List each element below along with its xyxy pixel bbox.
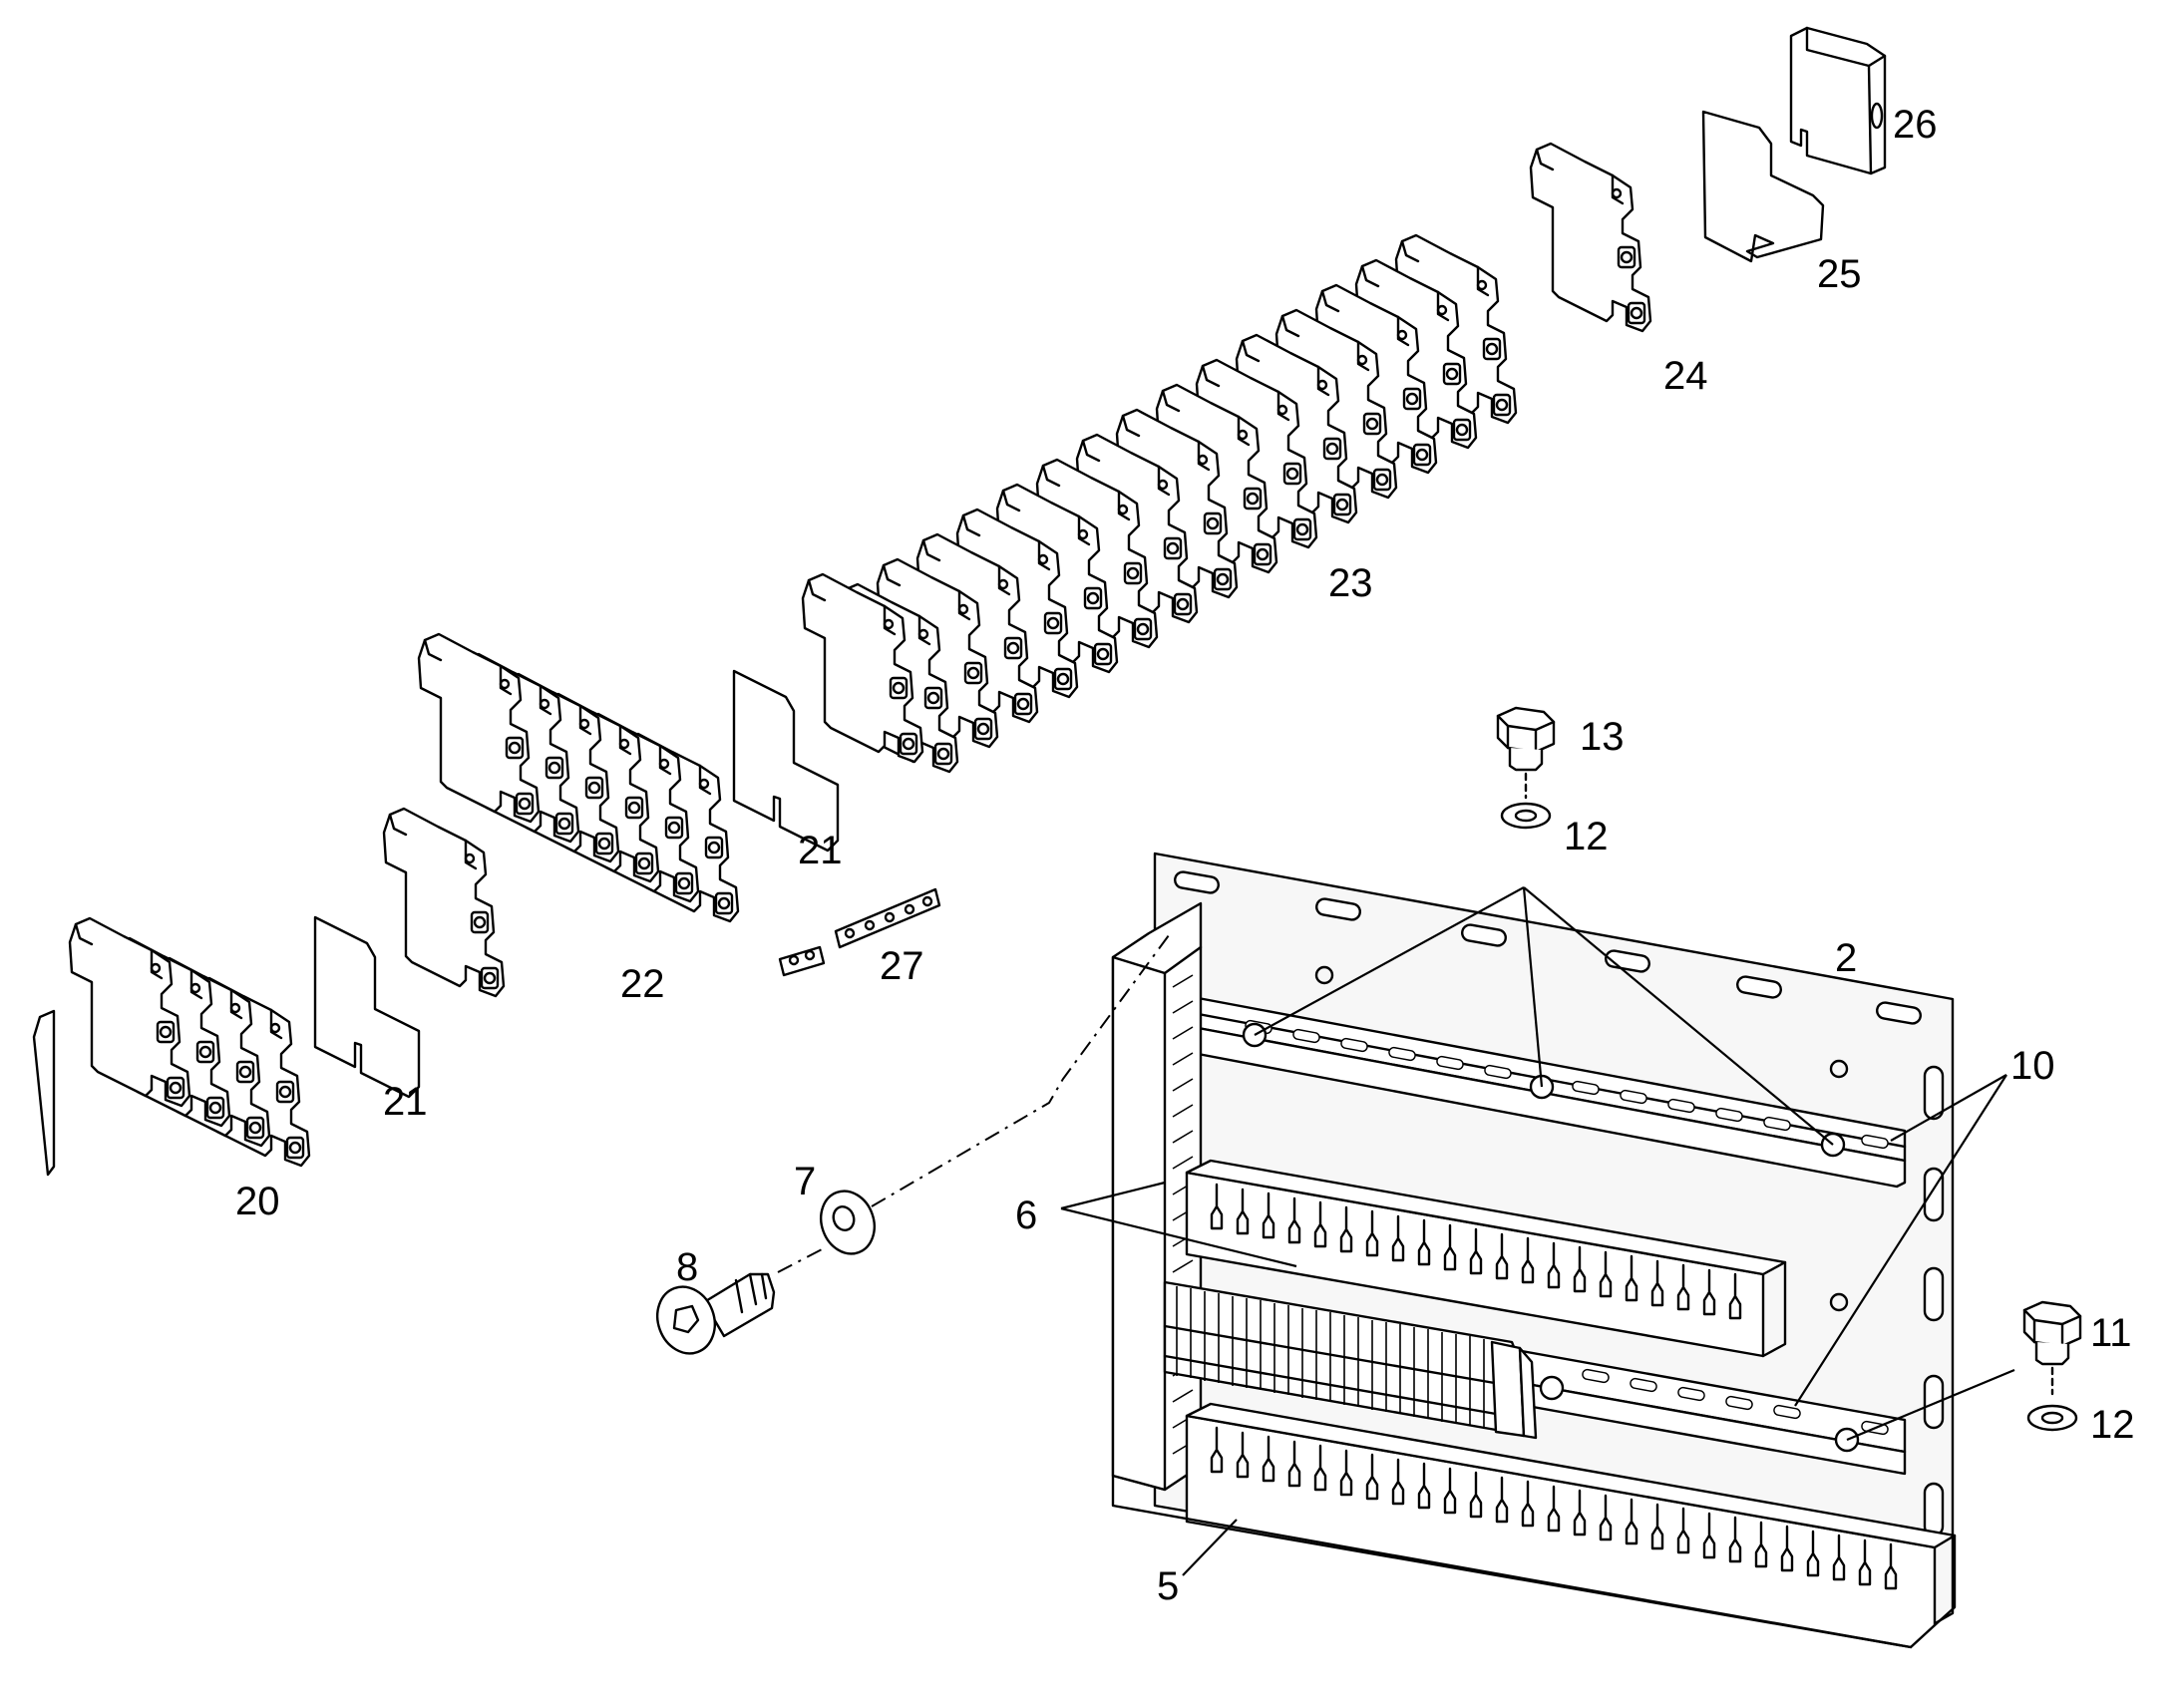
callout-8: 8 (676, 1245, 698, 1289)
callout-2: 2 (1835, 936, 1857, 980)
din-rail-lower-10 (1514, 1348, 1907, 1476)
callout-21-middle: 21 (798, 829, 843, 872)
frame-base-5 (1111, 1474, 1913, 1649)
callout-12-top: 12 (1564, 815, 1609, 858)
terminal-block-24 (1529, 142, 1652, 333)
end-clamp-26 (1789, 26, 1887, 175)
callout-26: 26 (1893, 103, 1938, 147)
callout-20: 20 (235, 1180, 280, 1223)
terminal-block-group-22 (382, 632, 740, 998)
callout-13: 13 (1580, 715, 1625, 759)
plate-slots-right (1923, 1065, 1945, 1537)
callout-23: 23 (1328, 561, 1373, 605)
cable-duct-horizontal-6-upper (1185, 1159, 1787, 1358)
din-rail-upper-10 (1191, 995, 1907, 1189)
callout-27: 27 (880, 944, 924, 988)
callout-6: 6 (1015, 1194, 1037, 1237)
terminal-block-group-23 (801, 233, 1518, 774)
bolt-13 (1496, 706, 1556, 800)
end-plate-25 (1701, 110, 1825, 263)
callout-12-right: 12 (2090, 1403, 2135, 1447)
end-plate-21-left (313, 915, 421, 1099)
callout-10: 10 (2010, 1044, 2055, 1088)
terminal-block-group-20 (32, 916, 311, 1177)
callout-21-left: 21 (383, 1080, 428, 1124)
callout-5: 5 (1157, 1564, 1179, 1608)
mounted-terminal-strip (1163, 1280, 1538, 1440)
washer-12-right (2026, 1404, 2078, 1432)
screw-8 (656, 1272, 776, 1355)
callout-11: 11 (2090, 1311, 2132, 1355)
washer-12-top (1500, 802, 1552, 830)
assembly-axis-line (777, 934, 1170, 1273)
jumper-bridges-27 (778, 887, 941, 977)
callout-7: 7 (794, 1160, 816, 1203)
cable-duct-horizontal-lower (1185, 1402, 1957, 1649)
callout-25: 25 (1817, 252, 1862, 296)
callout-labels: 2 5 6 7 8 10 11 12 12 13 20 21 21 22 23 … (235, 103, 2135, 1608)
callout-24: 24 (1663, 354, 1708, 398)
leader-lines (1060, 886, 2015, 1576)
end-plate-21-middle (732, 669, 840, 853)
washer-7 (820, 1190, 876, 1255)
bolt-11 (2022, 1300, 2082, 1396)
callout-22: 22 (620, 962, 665, 1006)
